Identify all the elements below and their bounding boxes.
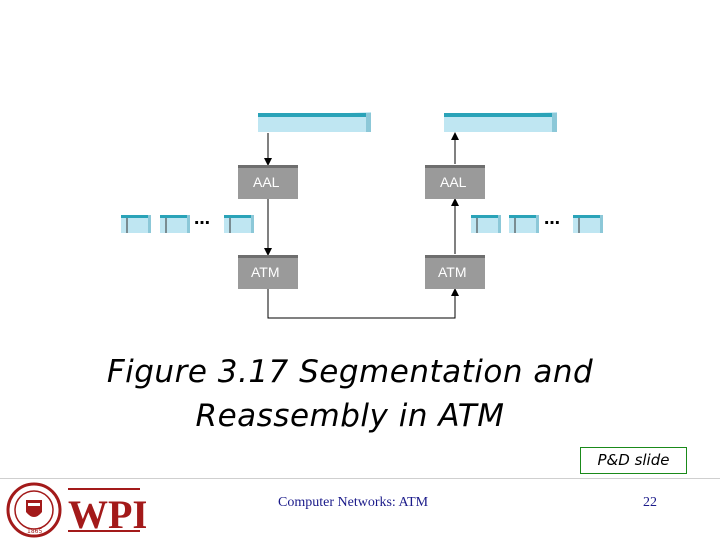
cell-right-1 [471,215,501,233]
ellipsis-left: … [194,209,210,228]
cell-right-2 [509,215,539,233]
atm-box-left: ATM [238,255,298,289]
cell-left-3 [224,215,254,233]
footer-divider [0,478,720,479]
cell-left-2 [160,215,190,233]
aal-box-left: AAL [238,165,298,199]
receiver-data-unit [444,112,557,132]
wpi-wordmark: WPI [68,488,146,537]
seal-year: 1865 [27,528,42,535]
segmentation-reassembly-diagram: AAL AAL ATM ATM … [121,112,603,319]
pd-slide-badge: P&D slide [580,447,687,474]
atm-label-left: ATM [251,264,280,280]
cell-right-3 [573,215,603,233]
wpi-seal-icon: 1865 [6,482,62,538]
sender-data-unit [258,112,371,132]
course-title: Computer Networks: ATM [278,495,429,510]
cell-left-1 [121,215,151,233]
network-link [267,288,459,319]
figure-caption: Figure 3.17 Segmentation and Reassembly … [60,350,640,438]
caption-line-2: Reassembly in ATM [195,398,505,434]
ellipsis-right: … [544,209,560,228]
svg-text:WPI: WPI [68,492,146,537]
wpi-logo: 1865 WPI [6,482,146,538]
aal-label-left: AAL [253,174,280,190]
aal-box-right: AAL [425,165,485,199]
page-number: 22 [643,495,657,510]
caption-line-1: Figure 3.17 Segmentation and [106,354,594,390]
aal-label-right: AAL [440,174,467,190]
atm-box-right: ATM [425,255,485,289]
atm-label-right: ATM [438,264,467,280]
